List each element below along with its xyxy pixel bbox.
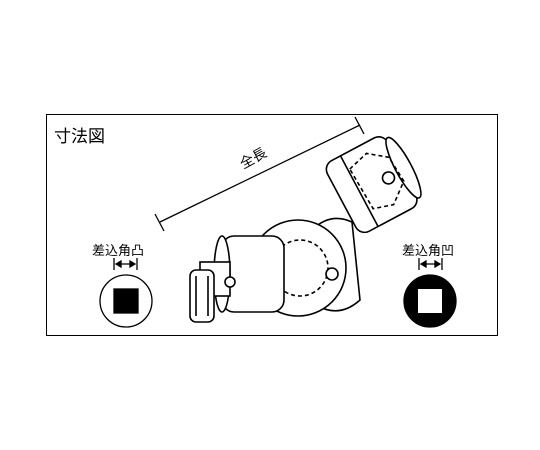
female-drive-symbol [403,258,457,328]
male-drive-label: 差込角凸 [92,244,145,259]
overall-length-dimension [154,116,365,232]
diagram-title: 寸法図 [54,127,105,147]
male-drive-symbol [99,258,153,328]
dimension-frame [46,114,498,336]
universal-joint-body [189,136,422,323]
female-drive-label: 差込角凹 [402,244,455,259]
